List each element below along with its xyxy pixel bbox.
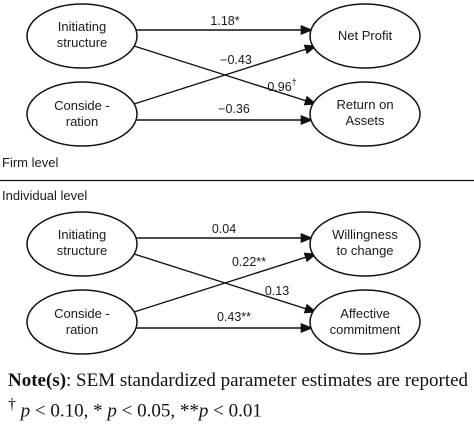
note-title: Note(s) — [8, 370, 67, 391]
coef-ind-initiating-willingness: 0.04 — [212, 222, 236, 236]
note-t1: < 0.10, * — [30, 400, 108, 422]
node-firm-consideration: Conside - ration — [26, 81, 138, 147]
sem-diagram: Initiating structure Conside - ration Ne… — [0, 3, 474, 355]
firm-level-label: Firm level — [2, 155, 58, 170]
node-label: to change — [336, 243, 393, 258]
note-line-2: † p < 0.10, * p < 0.05, **p < 0.01 — [8, 396, 262, 422]
node-label: Affective — [340, 306, 390, 321]
node-label: structure — [57, 35, 108, 50]
coef-firm-consideration-roa: −0.36 — [218, 102, 250, 116]
note-dagger: † — [8, 396, 16, 413]
node-label: Conside - — [54, 98, 110, 113]
note-p: p — [20, 400, 31, 422]
node-firm-net-profit: Net Profit — [309, 3, 421, 69]
node-firm-initiating-structure: Initiating structure — [26, 3, 138, 69]
node-label: ration — [66, 322, 99, 337]
note-t3: < 0.01 — [208, 400, 262, 422]
path-firm-initiating-roa — [133, 45, 318, 106]
note-line-1: Note(s): SEM standardized parameter esti… — [8, 370, 468, 392]
coef-ind-initiating-affective: 0.13 — [265, 284, 289, 298]
node-ind-initiating-structure: Initiating structure — [26, 211, 138, 277]
node-label: ration — [66, 114, 99, 129]
coef-ind-consideration-willingness: 0.22** — [232, 255, 266, 269]
coef-firm-consideration-net-profit: −0.43 — [220, 53, 252, 67]
node-label: Initiating — [58, 227, 106, 242]
node-ind-consideration: Conside - ration — [26, 289, 138, 355]
coef-firm-initiating-net-profit: 1.18* — [210, 14, 239, 28]
node-label: structure — [57, 243, 108, 258]
node-label: Initiating — [58, 19, 106, 34]
note-p: p — [107, 400, 117, 422]
node-label: commitment — [330, 322, 401, 337]
path-ind-initiating-affective — [133, 253, 318, 314]
dagger-mark: † — [292, 77, 297, 87]
node-label: Return on — [336, 97, 393, 112]
node-firm-return-on-assets: Return on Assets — [309, 81, 421, 147]
node-label: Assets — [345, 113, 385, 128]
node-ind-willingness: Willingness to change — [309, 211, 421, 277]
note-p: p — [198, 400, 209, 422]
individual-level-label: Individual level — [2, 188, 87, 203]
coef-firm-initiating-roa: 0.96† — [267, 77, 296, 94]
coef-value: 0.96 — [267, 80, 291, 94]
node-ind-affective-commitment: Affective commitment — [309, 289, 421, 355]
coef-ind-consideration-affective: 0.43** — [217, 310, 251, 324]
node-label: Conside - — [54, 306, 110, 321]
note-text: : SEM standardized parameter estimates a… — [66, 370, 469, 391]
note-t2: < 0.05, ** — [116, 400, 199, 422]
node-label: Willingness — [332, 227, 398, 242]
node-label: Net Profit — [338, 28, 393, 43]
